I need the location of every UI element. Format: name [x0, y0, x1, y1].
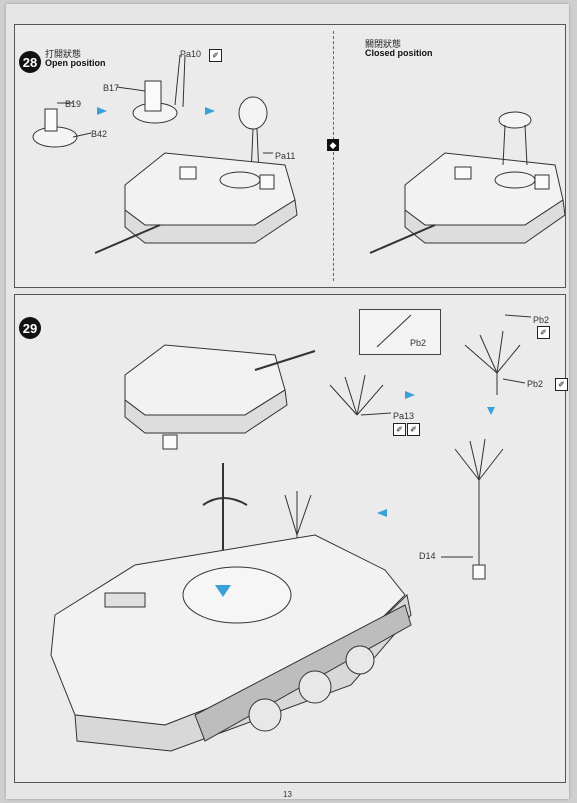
panel-divider — [333, 31, 334, 281]
step-28-panel: 28 打開狀態 Open position 關閉狀態 Closed positi… — [14, 24, 566, 288]
closed-caption-zh: 關閉狀態 — [365, 40, 402, 50]
flip-view-icon: ◆ — [327, 139, 339, 151]
part-label-pa11: Pa11 — [275, 151, 296, 161]
page-number: 13 — [283, 790, 292, 799]
part-label-pa13: Pa13 — [393, 411, 415, 421]
instruction-page: 28 打開狀態 Open position 關閉狀態 Closed positi… — [6, 4, 569, 799]
open-caption-en: Open position — [45, 58, 106, 68]
part-label-pb2-box: Pb2 — [410, 338, 427, 348]
part-label-b42: B42 — [91, 129, 108, 139]
glue-icon: ✐ — [537, 326, 550, 339]
step-29-number: 29 — [19, 317, 41, 339]
part-detail-box: Pb2 — [359, 309, 441, 355]
glue-icon: ✐ — [555, 378, 568, 391]
part-label-d14: D14 — [419, 551, 436, 561]
part-label-pa10: Pa10 — [180, 49, 202, 59]
open-caption-zh: 打開狀態 — [45, 50, 82, 60]
step-arrow-icon — [97, 107, 215, 115]
part-label-b19: B19 — [65, 99, 82, 109]
part-label-b17: B17 — [103, 83, 120, 93]
step-29-panel: 29 Pb2 Pb2 ✐ Pb2 ✐ Pa13 ✐ ✐ D14 — [14, 294, 568, 783]
part-label-pb2-top: Pb2 — [533, 315, 550, 325]
glue-icon: ✐ — [209, 49, 222, 62]
part-label-pb2-mid: Pb2 — [527, 379, 544, 389]
closed-caption-en: Closed position — [365, 48, 433, 58]
step-28-number: 28 — [19, 51, 41, 73]
glue-icon: ✐ — [393, 423, 406, 436]
step-29-drawing — [50, 314, 532, 752]
step-arrow-icon — [215, 391, 495, 597]
step-28-drawing — [32, 54, 566, 254]
glue-icon: ✐ — [407, 423, 420, 436]
